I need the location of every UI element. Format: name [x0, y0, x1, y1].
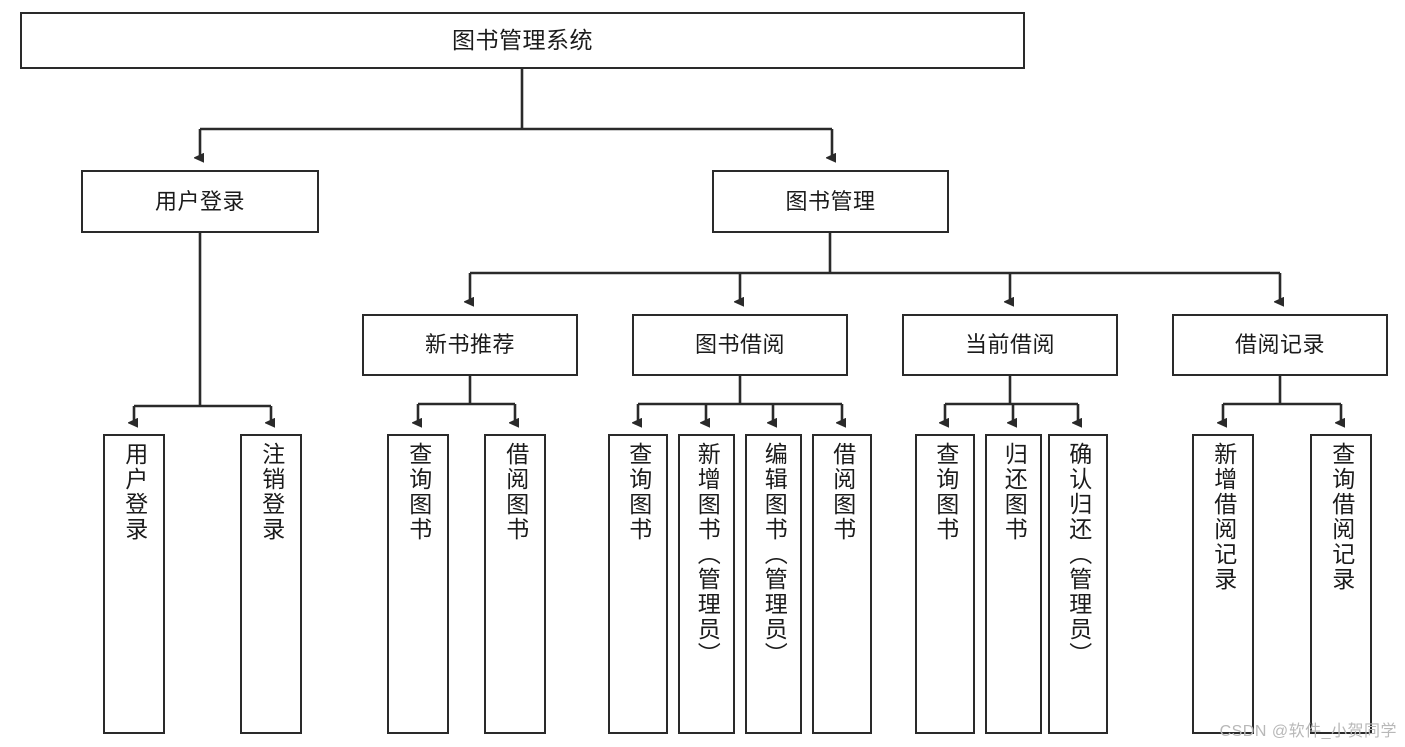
node-leaf-logout[interactable]: 注销登录 [240, 434, 302, 734]
node-label: 编辑图书（管理员） [761, 442, 788, 667]
node-book-borrow[interactable]: 图书借阅 [632, 314, 848, 376]
node-label: 用户登录 [121, 442, 148, 542]
node-leaf-query-book-bb[interactable]: 查询图书 [608, 434, 668, 734]
node-label: 新书推荐 [424, 332, 515, 358]
node-label: 确认归还（管理员） [1065, 442, 1092, 667]
node-root-system[interactable]: 图书管理系统 [20, 12, 1025, 69]
node-label: 图书管理系统 [452, 26, 593, 53]
node-label: 用户登录 [154, 188, 245, 214]
node-leaf-add-book[interactable]: 新增图书（管理员） [678, 434, 735, 734]
node-label: 查询图书 [405, 442, 432, 542]
node-leaf-borrow-book-bb[interactable]: 借阅图书 [812, 434, 872, 734]
node-borrow-record[interactable]: 借阅记录 [1172, 314, 1388, 376]
node-leaf-query-record[interactable]: 查询借阅记录 [1310, 434, 1372, 734]
node-new-book-recommend[interactable]: 新书推荐 [362, 314, 578, 376]
node-leaf-confirm-return[interactable]: 确认归还（管理员） [1048, 434, 1108, 734]
node-label: 图书借阅 [694, 332, 785, 358]
node-label: 借阅图书 [829, 442, 856, 542]
node-label: 注销登录 [258, 442, 285, 542]
node-book-manage[interactable]: 图书管理 [712, 170, 949, 233]
watermark-text: CSDN @软件_小贺同学 [1219, 723, 1397, 740]
node-label: 归还图书 [1001, 442, 1028, 542]
node-label: 借阅记录 [1234, 332, 1325, 358]
node-label: 查询借阅记录 [1328, 442, 1355, 592]
node-label: 当前借阅 [964, 332, 1055, 358]
node-leaf-borrow-book-rec[interactable]: 借阅图书 [484, 434, 546, 734]
node-leaf-edit-book[interactable]: 编辑图书（管理员） [745, 434, 802, 734]
node-label: 新增借阅记录 [1210, 442, 1237, 592]
node-leaf-query-book-rec[interactable]: 查询图书 [387, 434, 449, 734]
node-leaf-return-book[interactable]: 归还图书 [985, 434, 1042, 734]
node-label: 查询图书 [625, 442, 652, 542]
node-leaf-add-record[interactable]: 新增借阅记录 [1192, 434, 1254, 734]
node-label: 新增图书（管理员） [694, 442, 721, 667]
node-current-borrow[interactable]: 当前借阅 [902, 314, 1118, 376]
node-user-login[interactable]: 用户登录 [81, 170, 319, 233]
node-label: 查询图书 [932, 442, 959, 542]
node-label: 借阅图书 [502, 442, 529, 542]
node-leaf-query-book-cb[interactable]: 查询图书 [915, 434, 975, 734]
node-label: 图书管理 [785, 188, 876, 214]
node-leaf-user-login[interactable]: 用户登录 [103, 434, 165, 734]
